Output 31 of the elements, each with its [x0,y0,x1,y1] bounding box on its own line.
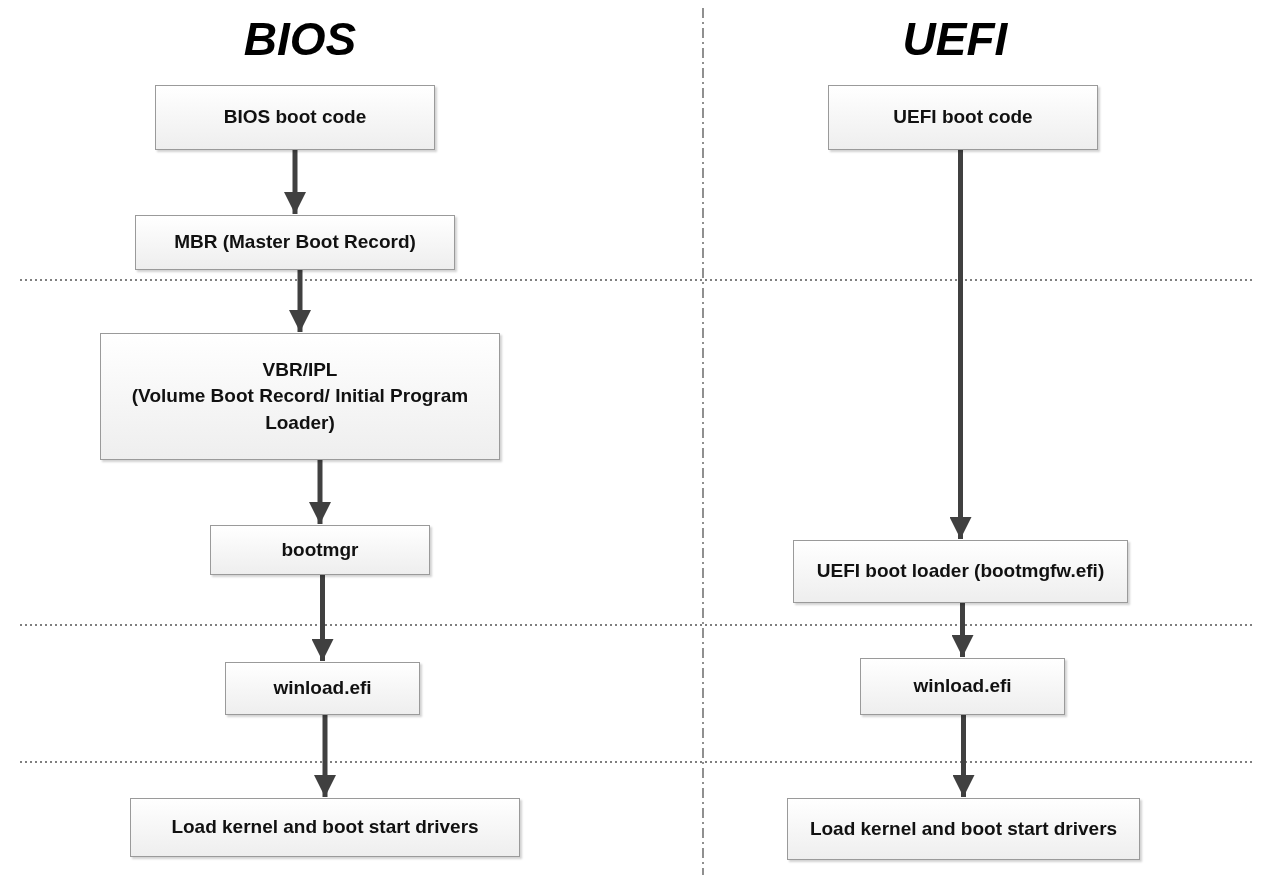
process-box [130,798,520,857]
arrow [284,150,306,214]
box-text: VBR/IPL [262,357,338,382]
arrow [949,150,972,539]
arrow [289,270,311,332]
process-box [100,333,500,460]
box-text: winload.efi [913,674,1012,699]
process-box [793,540,1128,603]
box-text: (Volume Boot Record/ Initial Program Loader) [130,384,470,435]
box-text: BIOS boot code [223,105,367,130]
process-box [210,525,430,575]
process-box [225,662,420,715]
process-box [787,798,1140,860]
process-box [828,85,1098,150]
arrow [311,575,334,661]
process-box [155,85,435,150]
box-text: bootmgr [281,537,359,562]
box-text: MBR (Master Boot Record) [174,230,416,255]
box-text: UEFI boot loader (bootmgfw.efi) [816,559,1105,584]
arrow [314,715,336,797]
column-heading: UEFI [902,12,1008,66]
box-text: Load kernel and boot start drivers [171,815,479,840]
box-text: UEFI boot code [893,105,1033,130]
arrow [309,460,331,524]
process-box [135,215,455,270]
column-heading: BIOS [243,12,357,66]
box-text: Load kernel and boot start drivers [809,816,1118,841]
arrow [951,603,974,657]
process-box [860,658,1065,715]
arrow [952,715,975,797]
box-text: winload.efi [273,676,372,701]
